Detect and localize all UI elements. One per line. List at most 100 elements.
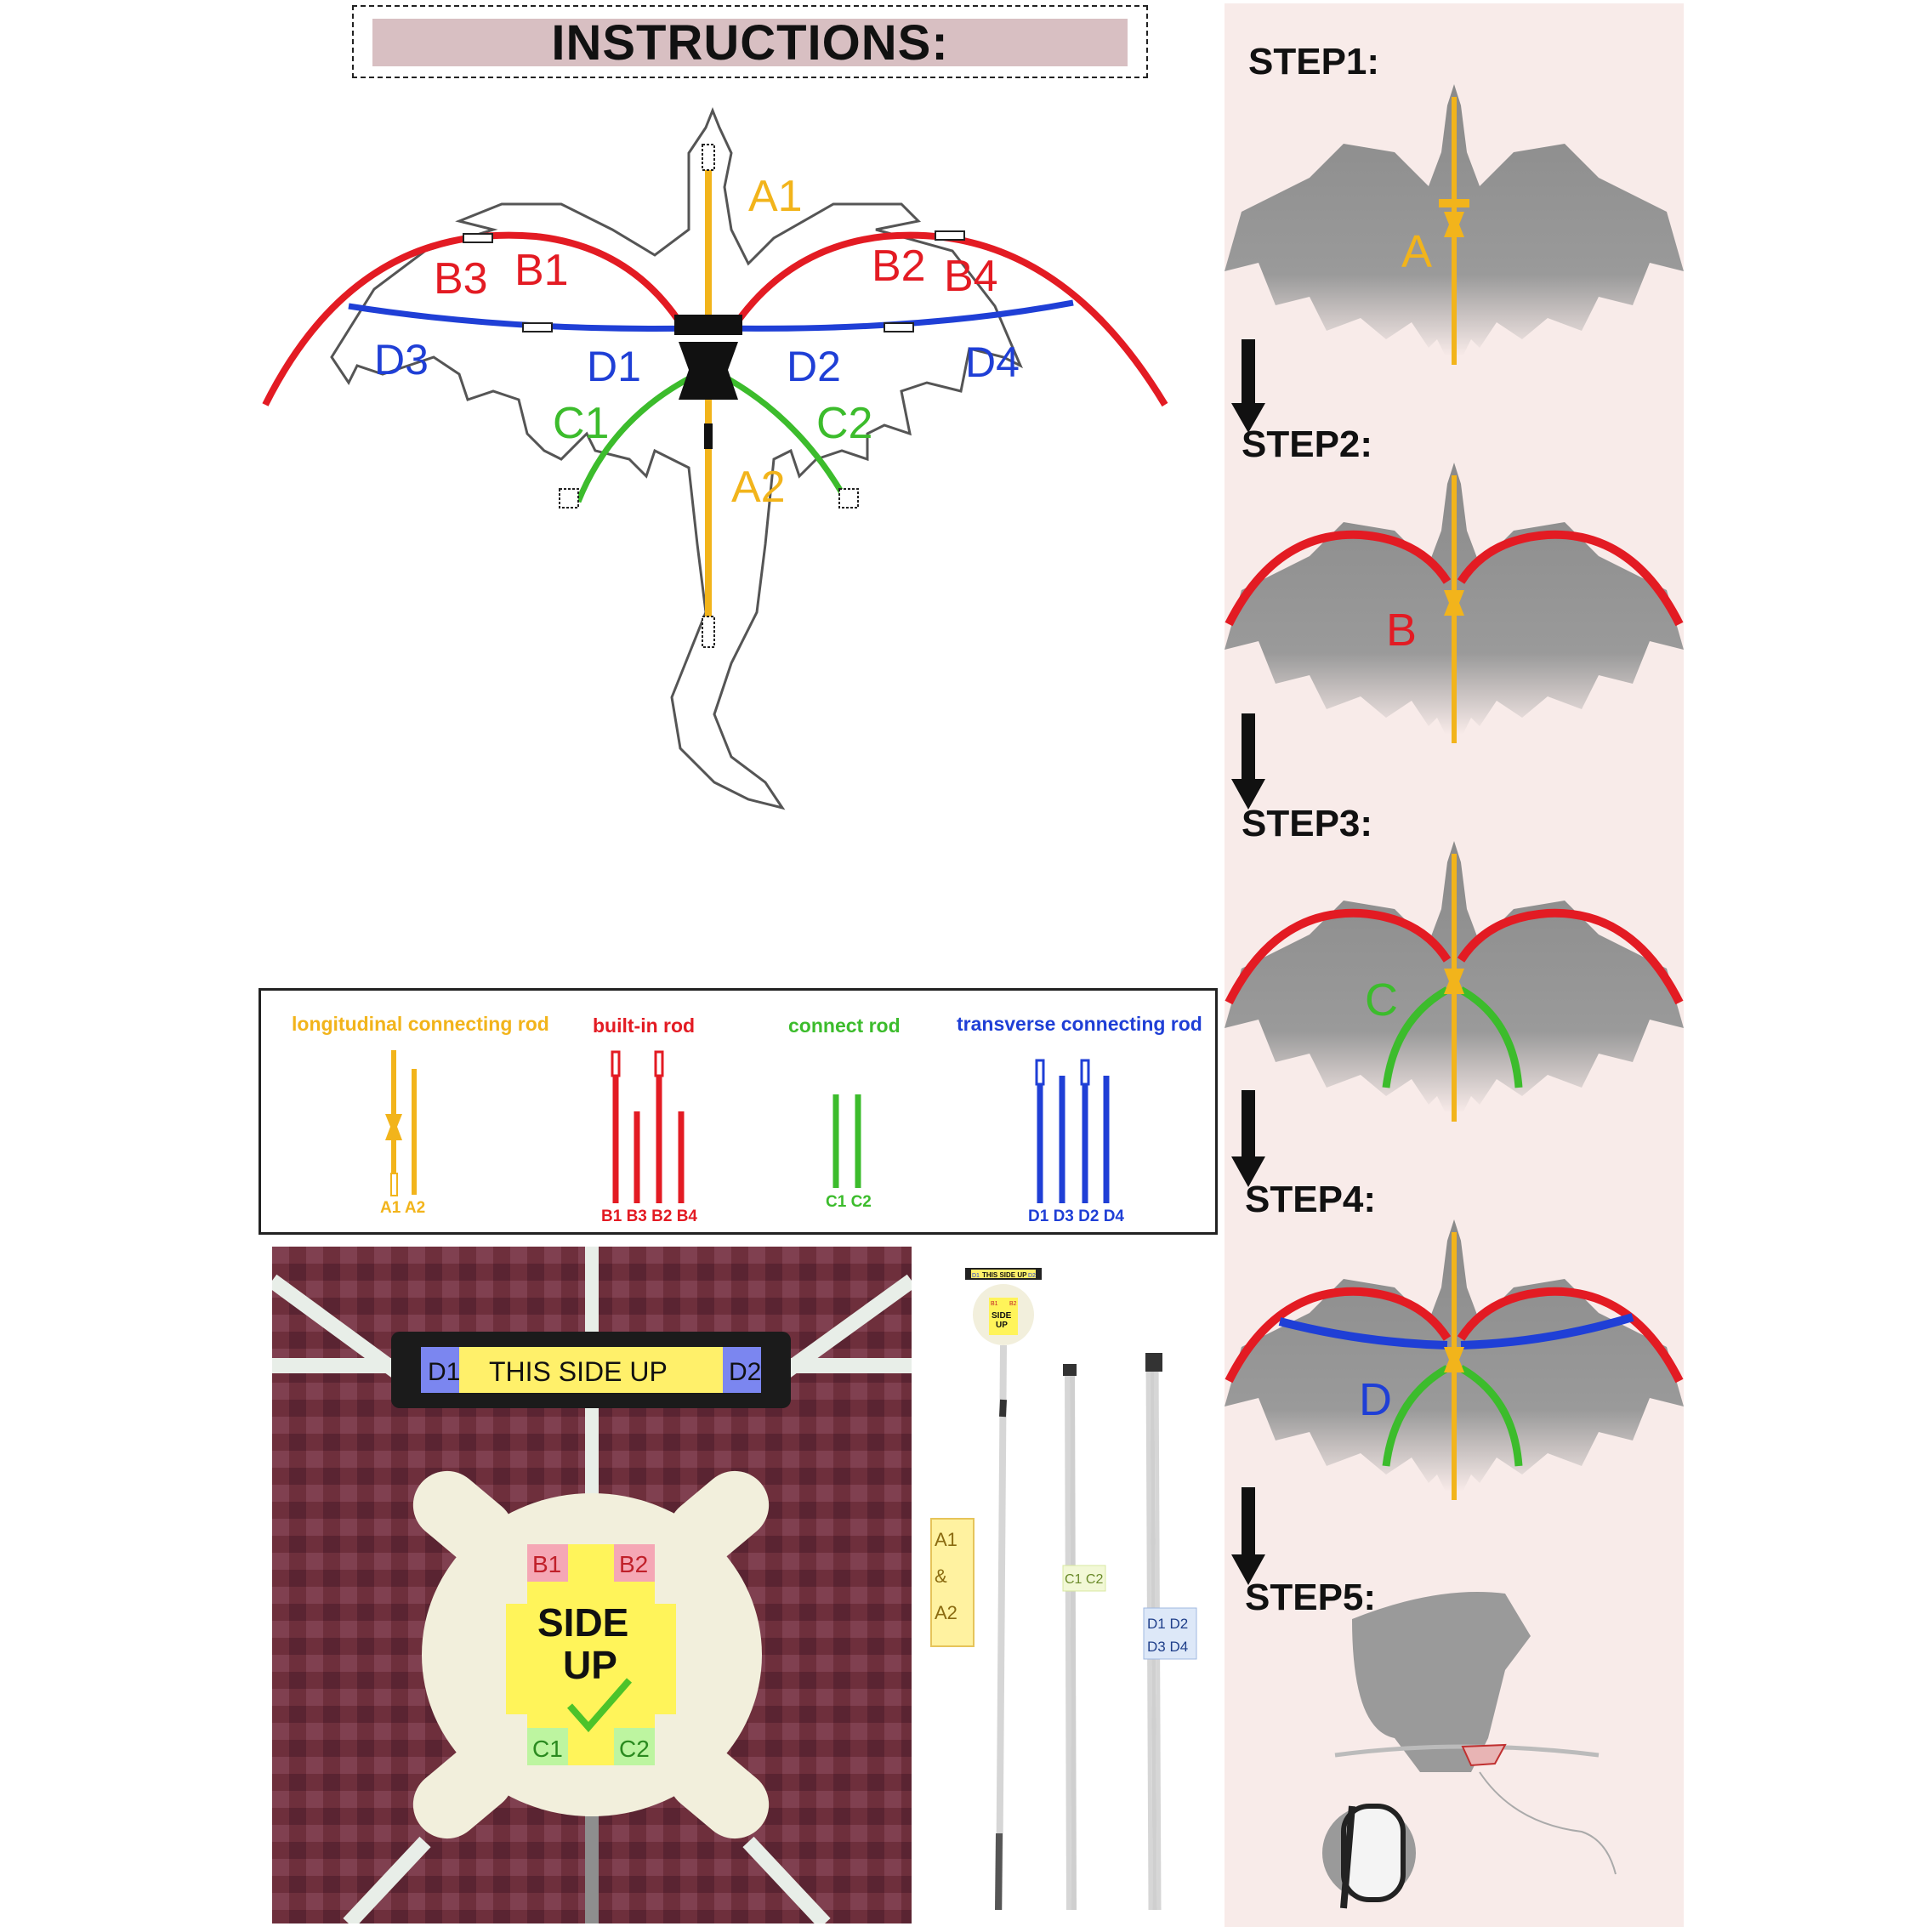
rod-d-tip bbox=[1145, 1353, 1162, 1372]
step3-rod-b-right bbox=[1457, 908, 1684, 1005]
photo-rod-bottom-left bbox=[343, 1836, 431, 1923]
rod-c-left bbox=[575, 371, 699, 503]
label-b1-photo: B1 bbox=[532, 1551, 561, 1577]
legend-longitudinal-title: longitudinal connecting rod bbox=[292, 1013, 549, 1035]
rod-b-left-sleeve bbox=[463, 233, 493, 243]
label-side: SIDE bbox=[537, 1600, 628, 1645]
step4-label: STEP4: bbox=[1245, 1179, 1377, 1220]
legend-rod-a1-cap bbox=[390, 1173, 398, 1196]
rod-c2-photo bbox=[1070, 1369, 1077, 1911]
step4-rod-b-right bbox=[1457, 1287, 1684, 1384]
legend-rod-d2-cap bbox=[1080, 1059, 1090, 1086]
tag-c-label: C1 C2 bbox=[1065, 1572, 1103, 1587]
step4-rod-b-left bbox=[1225, 1287, 1452, 1384]
rod-c1-photo bbox=[1065, 1369, 1071, 1911]
this-side-up-label bbox=[421, 1347, 761, 1393]
rod-a1-cap bbox=[702, 144, 715, 171]
d2-tag bbox=[723, 1347, 761, 1393]
legend-builtin-title: built-in rod bbox=[593, 1014, 696, 1037]
step5-handle bbox=[1341, 1804, 1406, 1902]
label-a1: A1 bbox=[748, 172, 803, 221]
title-frame: INSTRUCTIONS: bbox=[352, 5, 1148, 78]
tag-a-line1: A1 bbox=[935, 1529, 957, 1550]
legend-rod-b1-cap bbox=[611, 1050, 621, 1077]
mini-side-up bbox=[989, 1298, 1018, 1335]
rod-b-left bbox=[262, 231, 684, 406]
label-up: UP bbox=[563, 1643, 617, 1687]
step3-hub bbox=[1444, 969, 1464, 994]
page-title: INSTRUCTIONS: bbox=[551, 14, 949, 71]
rod-c-right-cap bbox=[838, 488, 859, 509]
dragon-outline bbox=[330, 106, 1023, 810]
rod-d-left bbox=[348, 303, 698, 332]
label-d4: D4 bbox=[965, 338, 1020, 386]
rod-c-right bbox=[718, 371, 850, 503]
step2-rod-b-right bbox=[1457, 530, 1684, 627]
label-this-side-up: THIS SIDE UP bbox=[489, 1356, 668, 1387]
rod-b-right-sleeve bbox=[935, 230, 965, 241]
step4-illustration: D bbox=[1225, 1219, 1684, 1500]
label-c2: C2 bbox=[816, 399, 872, 448]
label-c1-photo: C1 bbox=[532, 1736, 563, 1762]
rod-a2-cap bbox=[702, 616, 715, 648]
step5-line bbox=[1479, 1771, 1617, 1875]
step4-rod-c-right bbox=[1458, 1365, 1523, 1467]
c1-tag bbox=[527, 1728, 568, 1765]
tag-a bbox=[930, 1518, 975, 1647]
step5-handle-grip bbox=[1340, 1805, 1355, 1909]
label-a2: A2 bbox=[731, 463, 786, 512]
tag-a-line2: & bbox=[935, 1565, 947, 1587]
step4-label-d: D bbox=[1359, 1374, 1392, 1425]
legend-rod-icons bbox=[385, 1050, 1110, 1203]
step4-rod-d-left bbox=[1278, 1317, 1448, 1350]
mini-top-label bbox=[971, 1270, 1036, 1278]
rod-b-right bbox=[733, 231, 1168, 407]
step1-illustration: A bbox=[1225, 84, 1684, 365]
legend-connect-title: connect rod bbox=[788, 1014, 901, 1037]
mini-this-side-up: THIS SIDE UP bbox=[982, 1271, 1027, 1279]
mini-d2: D2 bbox=[1028, 1273, 1036, 1279]
tag-d-line2: D3 D4 bbox=[1147, 1639, 1188, 1655]
label-d3: D3 bbox=[374, 336, 429, 384]
label-c1: C1 bbox=[553, 399, 609, 448]
step4-hub bbox=[1444, 1347, 1464, 1372]
kite-frame-diagram: A1 A2 B3 B1 B2 B4 D3 D1 D2 D4 C1 C2 bbox=[262, 106, 1168, 810]
step2-rod-b-left bbox=[1225, 530, 1452, 627]
rod-c-left-cap bbox=[559, 488, 579, 509]
tag-d bbox=[1143, 1607, 1197, 1660]
step5-label: STEP5: bbox=[1245, 1577, 1377, 1618]
b2-tag bbox=[614, 1544, 655, 1582]
legend-transverse-labels: D1 D3 D2 D4 bbox=[1028, 1208, 1124, 1225]
step1-hub bbox=[1444, 212, 1464, 237]
step3-rod-b-left bbox=[1225, 908, 1452, 1005]
center-top-connector bbox=[674, 315, 742, 335]
rod-a-long bbox=[996, 1344, 1007, 1911]
mini-d1: D1 bbox=[972, 1273, 980, 1279]
step3-rod-c-left bbox=[1382, 986, 1450, 1088]
c2-tag bbox=[614, 1728, 655, 1765]
arrow-down-icon bbox=[1231, 1090, 1265, 1187]
tag-d-line1: D1 D2 bbox=[1147, 1616, 1188, 1632]
center-hub bbox=[679, 342, 738, 400]
step2-label: STEP2: bbox=[1242, 423, 1373, 465]
rod-legend: longitudinal connecting rod built-in rod… bbox=[259, 988, 1218, 1235]
side-up-sticker-wide bbox=[506, 1604, 676, 1714]
label-b2-photo: B2 bbox=[619, 1551, 648, 1577]
mini-side: SIDE bbox=[992, 1311, 1012, 1321]
tag-a-line3: A2 bbox=[935, 1602, 957, 1623]
legend-rod-a-hub bbox=[385, 1114, 402, 1140]
label-b4: B4 bbox=[944, 252, 998, 301]
mini-up: UP bbox=[996, 1321, 1008, 1330]
step3-illustration: C bbox=[1225, 841, 1684, 1122]
legend-builtin-labels: B1 B3 B2 B4 bbox=[601, 1208, 697, 1225]
mini-b1: B1 bbox=[991, 1301, 998, 1307]
step2-illustration: B bbox=[1225, 463, 1684, 743]
step4-rod-c-left bbox=[1382, 1365, 1450, 1467]
step1-rod-a-bar bbox=[1439, 199, 1469, 207]
step1-label: STEP1: bbox=[1248, 41, 1380, 82]
step1-label-a: A bbox=[1401, 226, 1432, 277]
metal-rod bbox=[585, 1816, 599, 1923]
legend-longitudinal-labels: A1 A2 bbox=[380, 1199, 426, 1217]
title-bar: INSTRUCTIONS: bbox=[372, 15, 1128, 71]
step3-label-c: C bbox=[1365, 975, 1398, 1026]
